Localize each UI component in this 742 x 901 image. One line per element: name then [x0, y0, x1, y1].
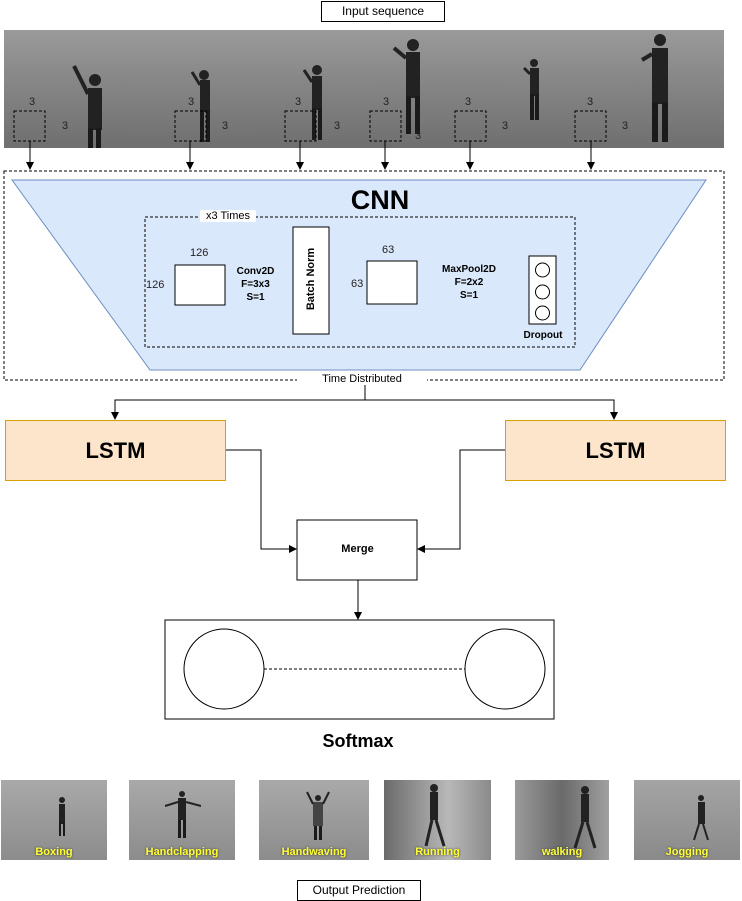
output-thumbnail: Handwaving — [259, 780, 369, 860]
kernel-label: 3 — [587, 96, 594, 108]
person-silhouette-icon — [693, 795, 709, 841]
output-thumbnail: Running — [384, 780, 491, 860]
kernel-boxes — [13, 110, 607, 142]
time-distributed-label: Time Distributed — [297, 373, 427, 385]
kernel-label: 3 — [415, 130, 422, 142]
kernel-label: 3 — [62, 120, 69, 132]
output-label: Boxing — [35, 846, 73, 858]
repeat-label: x3 Times — [200, 210, 257, 222]
person-silhouette-icon — [640, 34, 668, 142]
kernel-label: 3 — [622, 120, 629, 132]
dropout-label: Dropout — [523, 330, 563, 341]
pool-width-label: 63 — [382, 244, 395, 256]
conv-label-line: Conv2D — [236, 266, 275, 277]
dropout-node — [535, 262, 550, 278]
input-frame — [236, 30, 348, 148]
softmax-node — [183, 628, 265, 710]
lstm-right: LSTM — [505, 420, 726, 481]
input-frame — [348, 30, 444, 148]
conv-label-line: F=3x3 — [241, 279, 270, 290]
kernel-label: 3 — [29, 96, 36, 108]
cnn-to-lstm-arrows — [111, 380, 618, 420]
time-distributed-box — [3, 170, 725, 381]
output-thumbnail: Jogging — [634, 780, 740, 860]
conv-width-label: 126 — [190, 247, 209, 259]
output-label: Running — [415, 846, 460, 858]
kernel-label: 3 — [383, 96, 390, 108]
lstm-left: LSTM — [5, 420, 226, 481]
conv-square — [174, 264, 226, 306]
pool-label: MaxPool2D F=2x2 S=1 — [433, 263, 505, 302]
output-label: Handclapping — [145, 846, 219, 858]
batch-norm-box — [292, 226, 330, 335]
output-label: Handwaving — [281, 846, 347, 858]
output-label: walking — [541, 846, 583, 858]
person-silhouette-icon — [190, 70, 210, 142]
kernel-label: 3 — [295, 96, 302, 108]
kernel-label: 3 — [502, 120, 509, 132]
pool-label-line: S=1 — [459, 290, 479, 301]
output-thumbnail: Boxing — [1, 780, 107, 860]
output-thumbnail: Handclapping — [129, 780, 235, 860]
lstm-to-merge-arrows — [225, 449, 505, 620]
softmax-label: Softmax — [322, 731, 394, 751]
conv-label-line: S=1 — [246, 292, 265, 303]
person-silhouette-icon — [573, 786, 597, 849]
person-silhouette-icon — [306, 791, 330, 840]
softmax-node — [464, 628, 546, 710]
conv-height-label: 126 — [146, 279, 165, 291]
conv-label: Conv2D F=3x3 S=1 — [228, 265, 283, 304]
merge-label: Merge — [341, 543, 374, 555]
input-frame — [444, 30, 564, 148]
repeat-block — [144, 216, 576, 348]
input-sequence-label: Input sequence — [321, 1, 445, 22]
person-silhouette-icon — [72, 65, 102, 148]
pool-label-line: MaxPool2D — [442, 264, 496, 275]
pool-label-line: F=2x2 — [454, 277, 484, 288]
person-silhouette-icon — [59, 797, 65, 836]
batch-norm-label: Batch Norm — [305, 247, 317, 311]
pool-height-label: 63 — [351, 278, 364, 290]
output-label: Jogging — [665, 846, 709, 858]
kernel-label: 3 — [334, 120, 341, 132]
person-silhouette-icon — [392, 39, 420, 134]
input-frame — [124, 30, 236, 148]
input-frame — [4, 30, 124, 148]
merge-box — [296, 519, 418, 581]
person-silhouette-icon — [164, 791, 202, 838]
output-thumbnail: walking — [515, 780, 609, 860]
kernel-label: 3 — [222, 120, 229, 132]
person-silhouette-icon — [424, 784, 446, 847]
dropout-node — [535, 305, 550, 321]
kernel-label: 3 — [465, 96, 472, 108]
frame-to-cnn-arrows — [26, 141, 595, 170]
kernel-label: 3 — [188, 96, 195, 108]
output-prediction-label: Output Prediction — [297, 880, 421, 901]
person-silhouette-icon — [522, 59, 539, 120]
input-frame — [564, 30, 724, 148]
pool-square — [366, 260, 418, 305]
person-silhouette-icon — [302, 65, 322, 140]
dropout-node — [535, 284, 550, 300]
cnn-title: CNN — [350, 185, 410, 215]
